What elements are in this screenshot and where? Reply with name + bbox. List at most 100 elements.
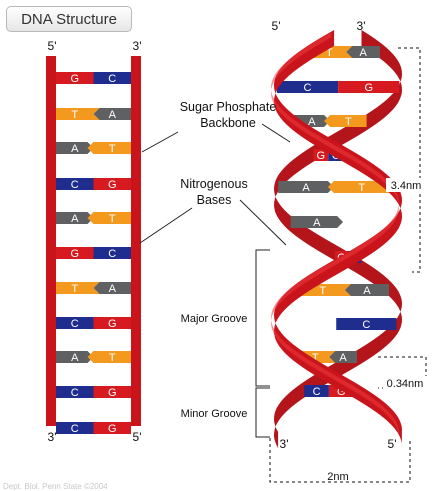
helix-base-letter-left-3: G <box>317 150 326 162</box>
title-button[interactable]: DNA Structure <box>6 6 132 32</box>
ladder-base-letter-left-0: G <box>70 73 79 85</box>
ladder-base-letter-right-3: G <box>108 179 117 191</box>
helix-base-letter-right-8: C <box>362 319 370 331</box>
bases-leader-right <box>239 199 287 246</box>
helix-base-left-5 <box>290 216 344 228</box>
helix-base-letter-right-0: A <box>359 47 367 59</box>
helix-base-letter-right-2: T <box>345 116 352 128</box>
major-groove-bracket <box>255 249 270 387</box>
helix-base-left-3 <box>313 149 329 161</box>
ladder-base-left-5 <box>56 247 94 259</box>
ladder-base-letter-left-2: A <box>71 143 79 155</box>
ladder-base-letter-left-1: T <box>71 109 78 121</box>
helix-base-pairs: TACGATGCATAGCTACTACG <box>276 46 400 398</box>
helix-bottom-left-end: 3' <box>280 437 289 451</box>
ladder-base-left-3 <box>56 178 94 190</box>
ladder-base-left-8 <box>56 351 94 363</box>
ladder-bottom-right-end: 5' <box>133 430 142 444</box>
helix-base-right-4 <box>327 181 390 193</box>
bases-label-line1: Nitrogenous <box>180 177 247 191</box>
helix-base-letter-left-7: T <box>319 285 326 297</box>
ladder-base-letter-left-7: C <box>71 318 79 330</box>
ladder-left-backbone <box>46 56 56 426</box>
ladder-base-right-9 <box>93 386 131 398</box>
helix-strand-back-ribbon <box>274 30 402 448</box>
helix-base-left-1 <box>276 81 339 93</box>
helix-base-left-10 <box>304 385 329 397</box>
helix-strand-front-ribbon <box>274 30 402 448</box>
rise-label: 0.34nm <box>387 378 424 390</box>
bases-leader-left <box>139 207 193 244</box>
ladder-base-letter-left-5: G <box>70 248 79 260</box>
helix-base-letter-right-7: A <box>363 285 371 297</box>
ladder-base-letter-right-0: C <box>108 73 116 85</box>
helix-base-letter-right-9: A <box>339 352 347 364</box>
ladder-bottom-left-end: 3' <box>48 430 57 444</box>
ladder-base-letter-right-2: T <box>109 143 116 155</box>
helix-base-right-8 <box>336 318 397 330</box>
width-label: 2nm <box>327 471 348 483</box>
helix-base-right-1 <box>338 81 400 93</box>
ladder-base-right-5 <box>93 247 131 259</box>
backbone-label-line1: Sugar Phosphate <box>180 100 277 114</box>
pitch-marker <box>398 47 421 273</box>
ladder-base-right-7 <box>93 317 131 329</box>
ladder-base-left-1 <box>56 108 100 120</box>
ladder-base-letter-right-8: T <box>109 352 116 364</box>
helix-base-left-4 <box>278 181 334 193</box>
helix-base-right-2 <box>324 115 367 127</box>
minor-groove-bracket <box>255 387 270 438</box>
ladder-base-letter-right-9: G <box>108 387 117 399</box>
ladder-right-backbone <box>131 56 141 426</box>
ladder-base-right-4 <box>87 212 131 224</box>
ladder-base-letter-left-8: A <box>71 352 79 364</box>
ladder-base-letter-left-3: C <box>71 179 79 191</box>
backbone-leader-left <box>141 131 179 153</box>
ladder-base-left-9 <box>56 386 94 398</box>
helix-base-letter-left-0: T <box>326 47 333 59</box>
helix-base-letter-left-10: C <box>313 386 321 398</box>
width-marker <box>269 438 411 483</box>
helix-back-strand <box>274 30 402 448</box>
backbone-leader-right <box>261 123 291 143</box>
helix-strand-highlight <box>271 32 399 440</box>
ladder-base-right-10 <box>93 422 131 434</box>
helix-base-right-7 <box>344 284 390 296</box>
ladder-base-letter-left-6: T <box>71 283 78 295</box>
ladder-base-right-0 <box>93 72 131 84</box>
ladder-base-letter-right-7: G <box>108 318 117 330</box>
ladder-base-left-2 <box>56 142 94 154</box>
minor-groove-label: Minor Groove <box>181 408 248 420</box>
helix-base-letter-left-2: A <box>308 116 316 128</box>
ladder-top-right-end: 3' <box>133 39 142 53</box>
ladder-base-letter-left-4: A <box>71 213 79 225</box>
ladder-base-letter-left-10: C <box>71 423 79 435</box>
ladder-base-left-10 <box>56 422 94 434</box>
ladder-base-left-4 <box>56 212 94 224</box>
helix-pair-5: A <box>290 216 344 229</box>
major-groove-label: Major Groove <box>181 313 248 325</box>
ladder-base-left-7 <box>56 317 94 329</box>
ladder-base-right-3 <box>93 178 131 190</box>
pitch-label: 3.4nm <box>391 180 422 192</box>
ladder-base-letter-left-9: C <box>71 387 79 399</box>
helix-base-letter-right-4: T <box>358 182 365 194</box>
ladder-base-letter-right-1: A <box>109 109 117 121</box>
ladder-base-letter-right-6: A <box>109 283 117 295</box>
